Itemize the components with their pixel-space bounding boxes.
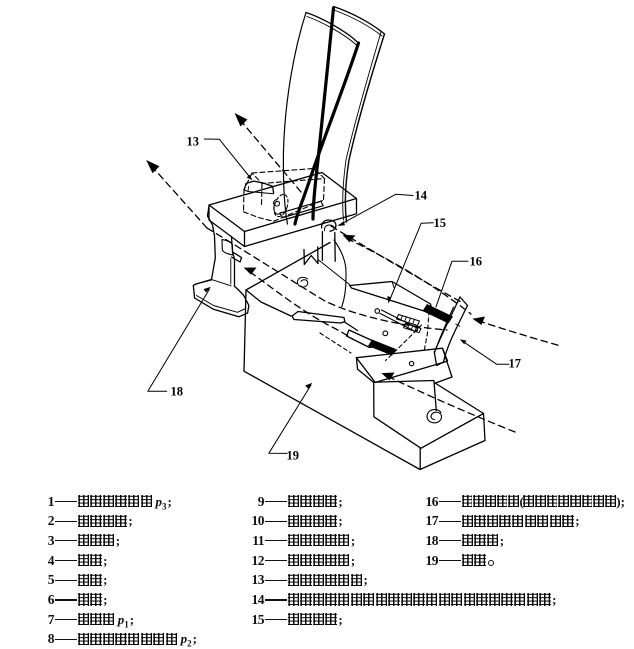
svg-text:18: 18	[171, 385, 184, 399]
svg-text:19: 19	[287, 449, 300, 463]
svg-text:14: 14	[415, 189, 428, 203]
svg-text:16: 16	[470, 255, 483, 269]
svg-text:15: 15	[434, 216, 447, 230]
svg-text:17: 17	[509, 357, 522, 371]
svg-text:13: 13	[187, 135, 200, 149]
